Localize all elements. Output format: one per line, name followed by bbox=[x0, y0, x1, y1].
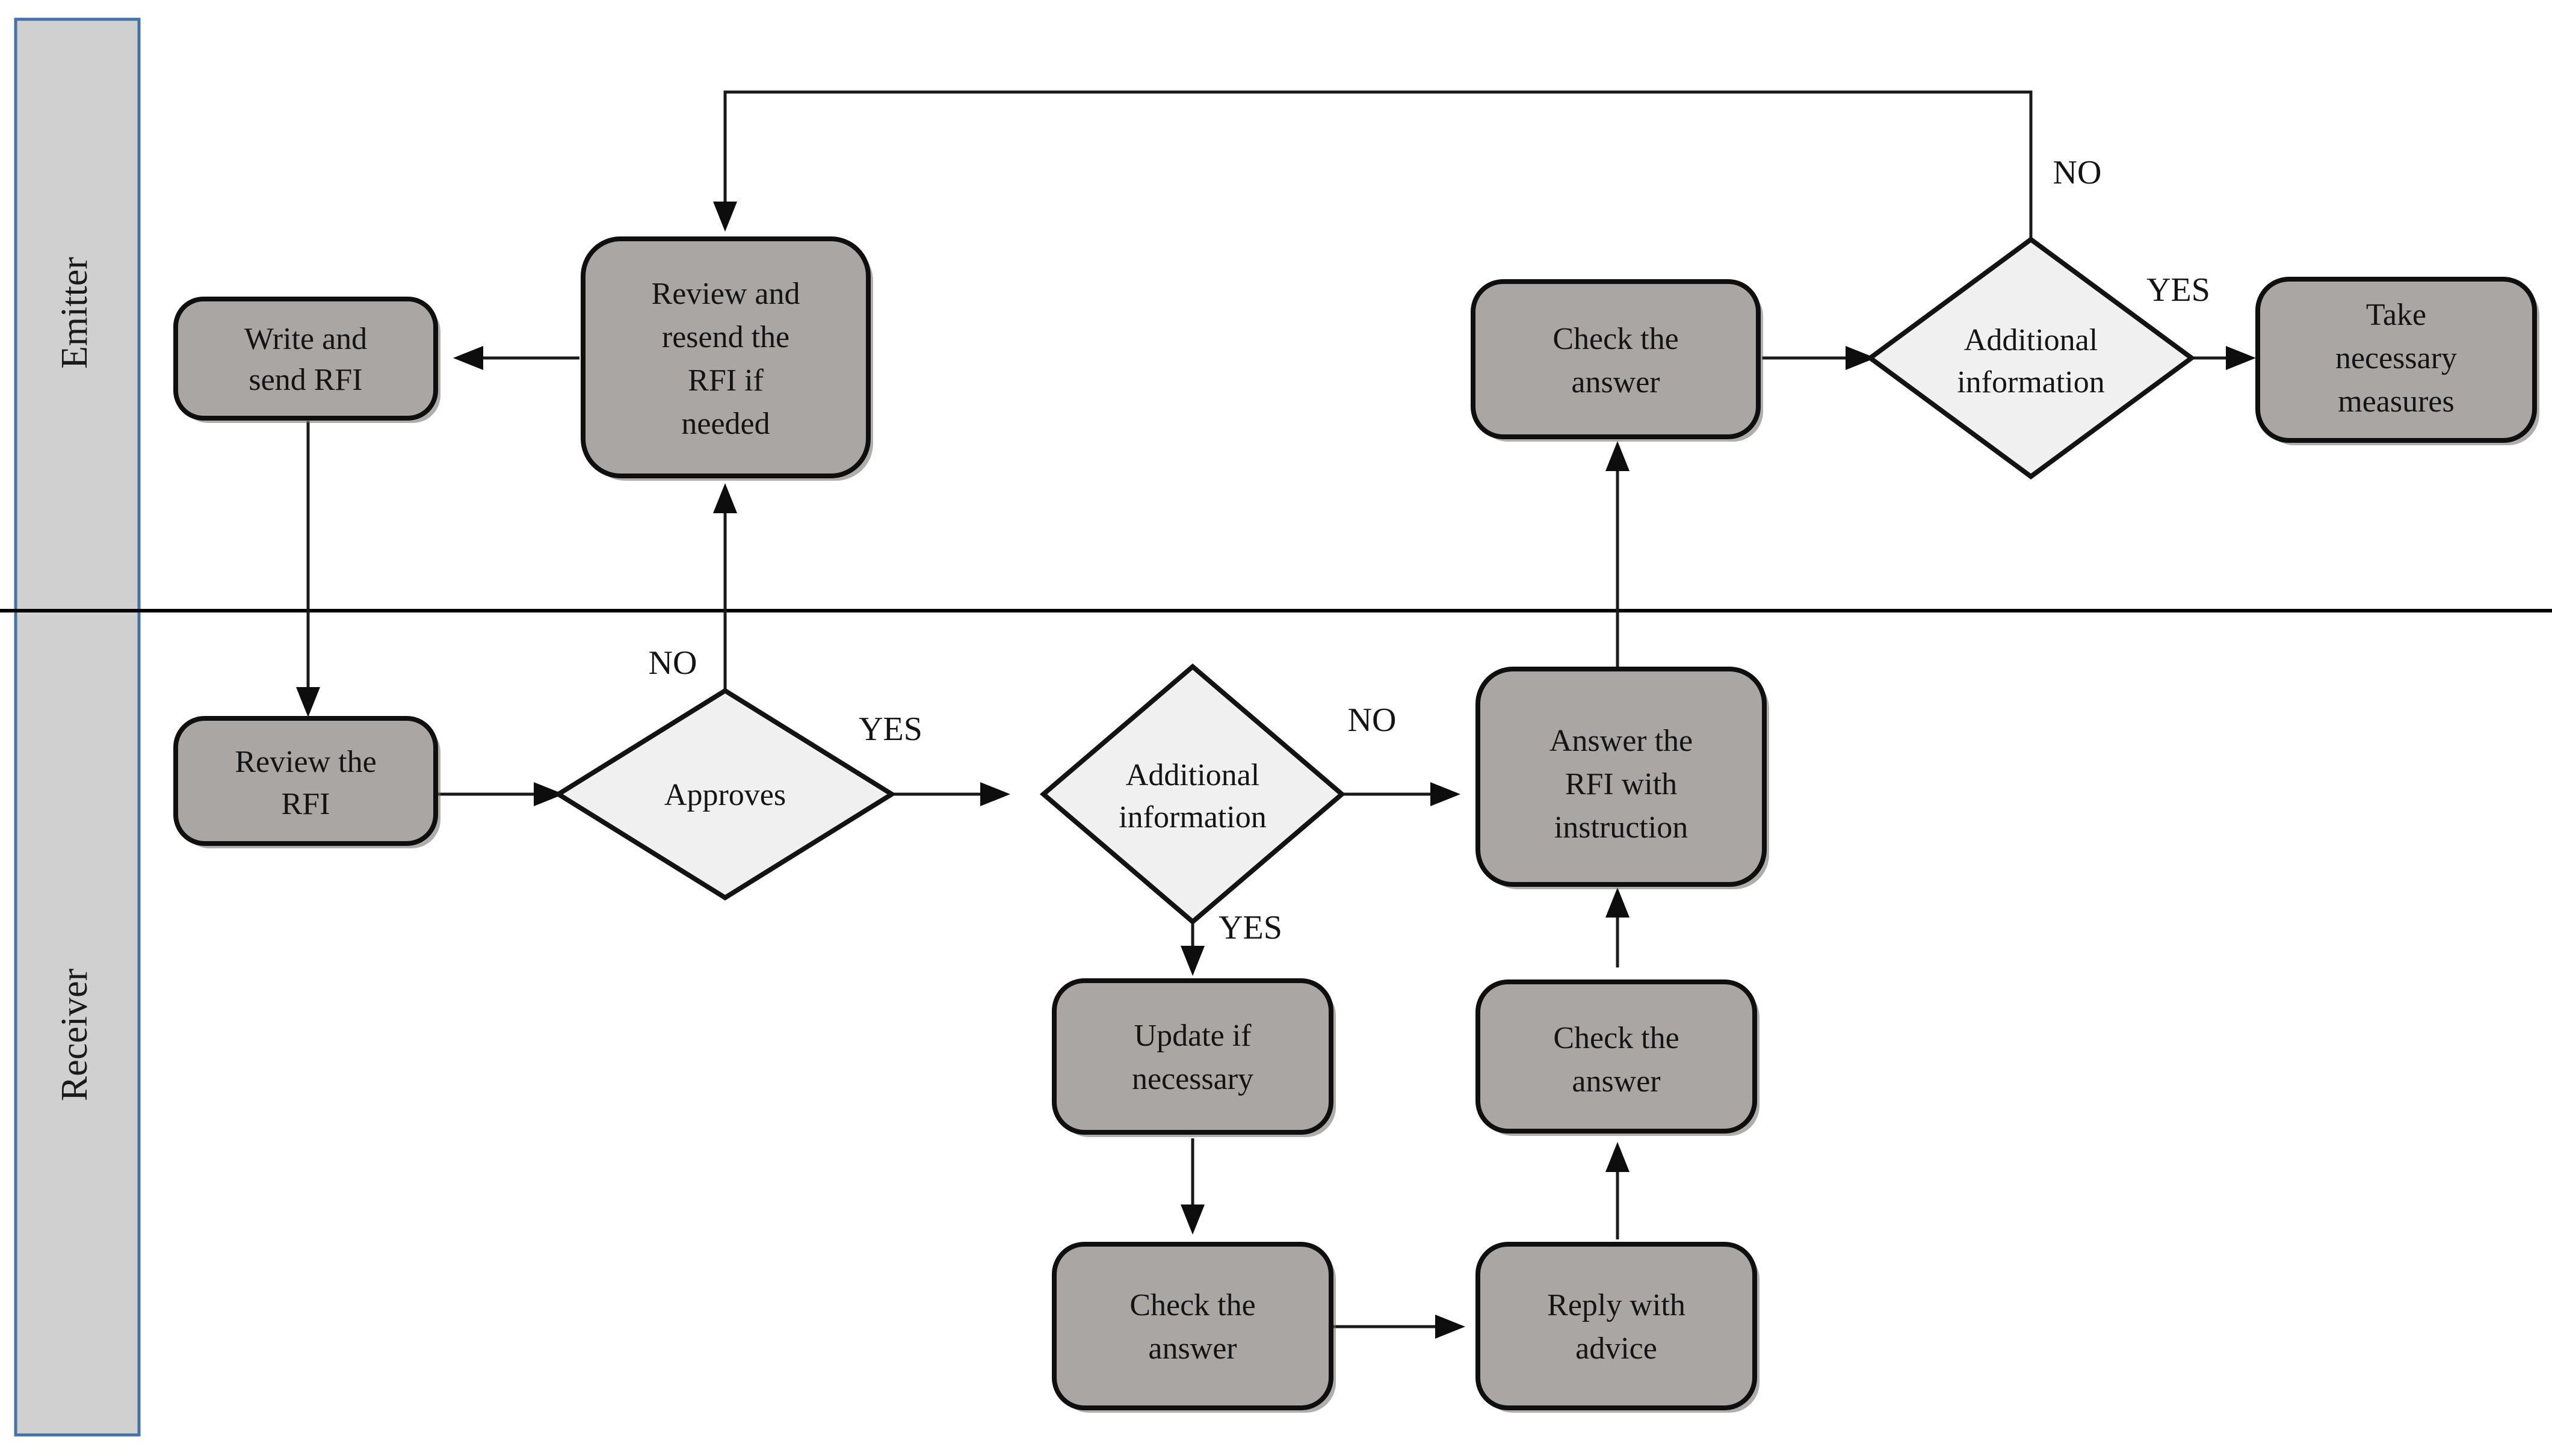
node-label-line-2: RFI bbox=[282, 787, 330, 821]
node-label-line-2: RFI with bbox=[1565, 767, 1677, 801]
node-label-line-1: Check the bbox=[1553, 1021, 1679, 1055]
node-label-line-2: send RFI bbox=[249, 363, 362, 397]
edge-label-approves-yes: YES bbox=[859, 711, 922, 748]
node-approves[interactable]: Approves bbox=[554, 688, 897, 901]
node-label-line-1: Check the bbox=[1129, 1288, 1255, 1322]
edge-label-addinfo-emitter-yes: YES bbox=[2146, 271, 2210, 309]
node-label-line-2: information bbox=[1119, 800, 1267, 834]
node-take-necessary-measures[interactable]: Take necessary measures bbox=[2255, 277, 2539, 445]
node-body bbox=[1052, 978, 1333, 1135]
node-body bbox=[554, 688, 897, 901]
node-label-line-3: measures bbox=[2338, 384, 2454, 419]
node-label-line-1: Reply with bbox=[1547, 1288, 1685, 1322]
node-label-line-1: Additional bbox=[1964, 323, 2098, 357]
node-body bbox=[173, 297, 438, 421]
node-label-line-3: instruction bbox=[1554, 810, 1688, 845]
node-review-the-rfi[interactable]: Review the RFI bbox=[173, 716, 440, 848]
edges-layer: NO YES NO YES bbox=[296, 90, 2256, 1339]
lane-label-receiver: Receiver bbox=[54, 969, 95, 1102]
node-body bbox=[1471, 279, 1761, 439]
node-body bbox=[173, 716, 438, 846]
edge-addinfo-emitter-no bbox=[713, 90, 2033, 253]
node-label-line-1: Write and bbox=[244, 322, 367, 356]
node-label-line-2: necessary bbox=[1132, 1062, 1253, 1096]
node-label-line-2: information bbox=[1957, 365, 2105, 399]
node-label-line-2: necessary bbox=[2335, 341, 2457, 375]
node-label-line-1: Review the bbox=[235, 745, 376, 779]
lane-band-emitter bbox=[14, 17, 141, 612]
node-check-answer-emitter[interactable]: Check the answer bbox=[1471, 279, 1763, 442]
node-write-send-rfi[interactable]: Write and send RFI bbox=[173, 297, 440, 423]
node-body bbox=[1866, 236, 2196, 480]
edge-label-addinfo-receiver-yes: YES bbox=[1219, 909, 1282, 946]
node-body bbox=[1052, 1242, 1333, 1410]
node-label-line-3: RFI if bbox=[688, 363, 764, 398]
node-label-line-2: answer bbox=[1148, 1331, 1237, 1366]
node-label-line-2: answer bbox=[1571, 365, 1660, 399]
node-label-line-1: Take bbox=[2366, 298, 2426, 332]
node-label-line-1: Review and bbox=[652, 277, 800, 311]
node-label-line-1: Answer the bbox=[1549, 724, 1693, 758]
node-label-line-2: resend the bbox=[662, 320, 789, 354]
node-review-resend-rfi[interactable]: Review and resend the RFI if needed bbox=[581, 236, 873, 481]
node-check-answer-bottom[interactable]: Check the answer bbox=[1052, 1242, 1336, 1413]
node-body bbox=[581, 236, 871, 478]
node-additional-info-emitter[interactable]: Additional information bbox=[1866, 236, 2196, 480]
node-answer-rfi-instruction[interactable]: Answer the RFI with instruction bbox=[1475, 667, 1769, 889]
lane-receiver: Receiver bbox=[14, 609, 141, 1437]
node-body bbox=[2255, 277, 2537, 443]
edge-label-addinfo-emitter-no: NO bbox=[2053, 154, 2102, 191]
node-label-line-2: advice bbox=[1575, 1331, 1657, 1366]
node-label-line-1: Check the bbox=[1553, 322, 1678, 356]
node-body bbox=[1475, 979, 1757, 1134]
node-label-line-4: needed bbox=[681, 407, 770, 441]
node-update-if-necessary[interactable]: Update if necessary bbox=[1052, 978, 1336, 1137]
node-body bbox=[1475, 667, 1767, 887]
node-label-line-1: Update if bbox=[1134, 1019, 1252, 1053]
node-body bbox=[1475, 1242, 1757, 1410]
node-label-line-1: Approves bbox=[664, 778, 786, 812]
node-body bbox=[1039, 663, 1346, 925]
node-reply-with-advice[interactable]: Reply with advice bbox=[1475, 1242, 1760, 1413]
node-check-answer-mid[interactable]: Check the answer bbox=[1475, 979, 1760, 1136]
node-label-line-2: answer bbox=[1572, 1064, 1660, 1099]
edge-label-addinfo-receiver-no: NO bbox=[1348, 702, 1397, 739]
node-additional-info-receiver[interactable]: Additional information bbox=[1039, 663, 1346, 925]
lane-emitter: Emitter bbox=[14, 17, 141, 612]
lane-band-receiver bbox=[14, 609, 141, 1437]
node-label-line-1: Additional bbox=[1126, 758, 1259, 792]
lane-label-emitter: Emitter bbox=[54, 257, 95, 369]
edge-label-approves-no: NO bbox=[649, 644, 697, 682]
